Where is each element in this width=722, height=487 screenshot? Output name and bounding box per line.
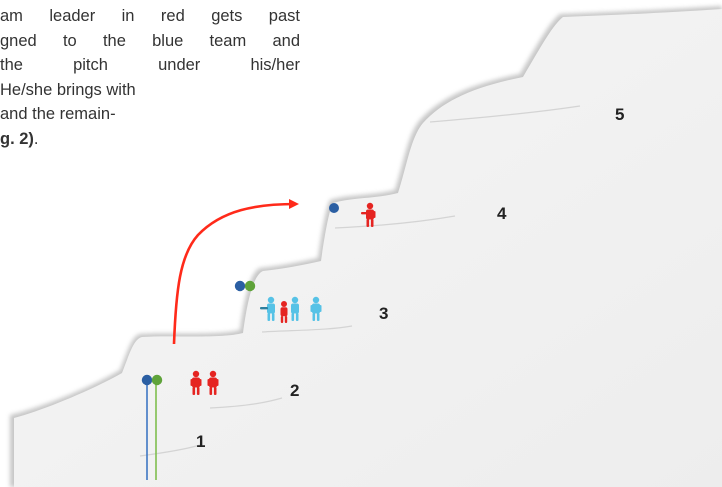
caption-line: He/she brings with [0,80,136,99]
flag-poles [141,374,163,480]
figure-reference: g. 2) [0,129,34,148]
blue-team-marker [329,203,339,213]
green-team-marker [151,374,163,386]
blue-team-marker [234,280,246,292]
red-player [207,370,219,395]
caption-text: am leader in red gets past gned to the b… [0,4,300,151]
blue-team-marker [141,374,153,386]
step-number-2: 2 [290,381,300,400]
step-number-5: 5 [615,105,625,124]
step-number-3: 3 [379,304,389,323]
blue-player [291,296,299,321]
caption-period: . [33,129,39,148]
step-number-1: 1 [196,432,206,451]
red-player [190,370,202,395]
blue-player [310,296,322,321]
players-step-2 [260,296,322,323]
promotion-arrow [172,199,299,345]
blue-player [260,296,275,321]
step-number-4: 4 [497,204,507,223]
caption-line: and the remain- [0,105,116,123]
step-edges [139,105,581,457]
caption-line: gned to the blue team and [0,31,300,50]
caption-line: the pitch under his/her [0,56,300,74]
staircase-fill [14,9,722,487]
caption-line: am leader in red gets past [0,7,300,25]
red-player [361,202,376,227]
caption-line: g. 2). [0,127,300,152]
red-player [280,301,288,323]
green-team-marker [244,280,256,292]
red-players-step-1 [190,370,219,395]
team-markers-step-2 [234,280,256,292]
